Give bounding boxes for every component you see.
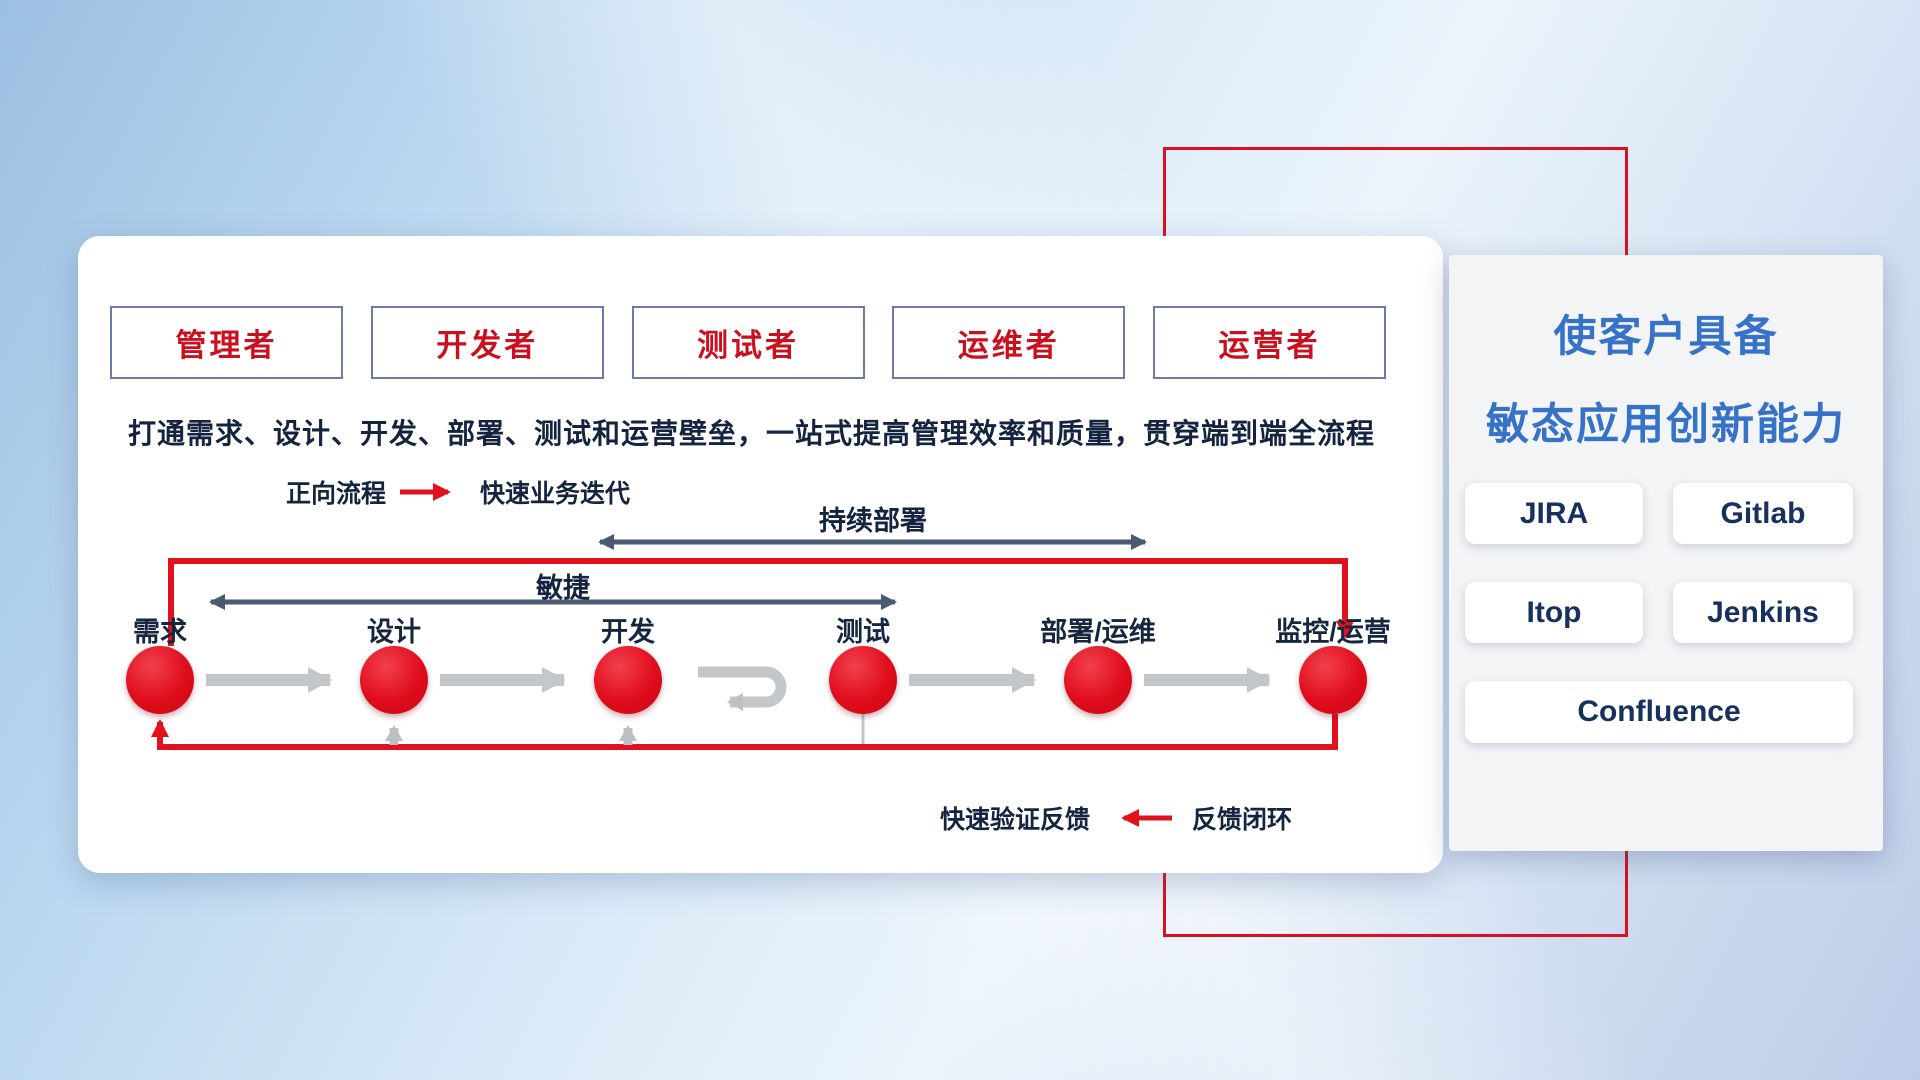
role-box-operator: 运营者 — [1153, 306, 1386, 379]
node-label-monitor-operations: 监控/运营 — [1275, 617, 1391, 647]
tool-chip-gitlab: Gitlab — [1673, 483, 1853, 544]
role-box-tester: 测试者 — [631, 306, 865, 379]
role-label-operations: 运维者 — [957, 328, 1060, 363]
node-circle-development — [594, 646, 662, 714]
tool-label-confluence: Confluence — [1577, 695, 1741, 728]
legend-feedback-desc: 快速验证反馈 — [940, 806, 1091, 834]
role-box-manager: 管理者 — [110, 306, 343, 379]
main-card: 管理者 开发者 测试者 运维者 运营者 打通需求、设计、开发、部署、测试和运营壁… — [78, 236, 1443, 873]
node-circle-design — [360, 646, 428, 714]
role-label-manager: 管理者 — [175, 328, 278, 363]
red-feedback-loop-line — [151, 714, 1338, 750]
role-box-operations: 运维者 — [892, 306, 1126, 379]
node-label-design: 设计 — [367, 617, 421, 647]
tool-label-jenkins: Jenkins — [1707, 595, 1819, 629]
panel-title-line1: 使客户具备 — [1553, 313, 1779, 361]
node-circle-monitor-operations — [1299, 646, 1367, 714]
role-box-developer: 开发者 — [370, 306, 604, 379]
panel-title: 使客户具备 敏态应用创新能力 — [1449, 293, 1883, 469]
node-circle-deploy-ops — [1064, 646, 1132, 714]
tool-chip-jira: JIRA — [1465, 483, 1643, 544]
node-label-development: 开发 — [601, 617, 655, 647]
tool-label-gitlab: Gitlab — [1720, 496, 1806, 530]
tools-panel: 使客户具备 敏态应用创新能力 JIRA Gitlab Itop Jenkins … — [1449, 255, 1883, 851]
node-label-deploy-ops: 部署/运维 — [1040, 617, 1156, 647]
legend-forward-desc: 快速业务迭代 — [480, 480, 631, 508]
tools-grid: JIRA Gitlab Itop Jenkins Confluence — [1465, 483, 1853, 743]
legend-feedback: 快速验证反馈 反馈闭环 — [940, 802, 1292, 834]
role-label-tester: 测试者 — [697, 328, 799, 363]
subtitle-text: 打通需求、设计、开发、部署、测试和运营壁垒，一站式提高管理效率和质量，贯穿端到端… — [128, 418, 1376, 449]
tool-chip-confluence: Confluence — [1465, 681, 1853, 743]
node-circle-testing — [829, 646, 897, 714]
agile-label: 敏捷 — [536, 573, 590, 603]
role-label-operator: 运营者 — [1218, 328, 1321, 363]
legend-forward-label: 正向流程 — [286, 480, 387, 508]
node-label-requirements: 需求 — [133, 617, 187, 647]
panel-title-line2: 敏态应用创新能力 — [1486, 401, 1846, 449]
tool-chip-jenkins: Jenkins — [1673, 582, 1853, 643]
legend-forward: 正向流程 快速业务迭代 — [286, 476, 630, 508]
tool-label-jira: JIRA — [1519, 496, 1589, 530]
roles-row: 管理者 开发者 测试者 运维者 运营者 — [110, 306, 1386, 383]
tool-label-itop: Itop — [1526, 595, 1582, 629]
tool-chip-itop: Itop — [1465, 582, 1643, 643]
continuous-deploy-label: 持续部署 — [819, 506, 927, 536]
forward-arrow-icon — [400, 483, 452, 501]
iteration-loop-icon — [698, 666, 787, 711]
node-circle-requirements — [126, 646, 194, 714]
feedback-arrow-icon — [1121, 809, 1173, 827]
node-label-testing: 测试 — [836, 617, 890, 647]
legend-feedback-label: 反馈闭环 — [1192, 806, 1293, 834]
role-label-developer: 开发者 — [436, 328, 539, 363]
